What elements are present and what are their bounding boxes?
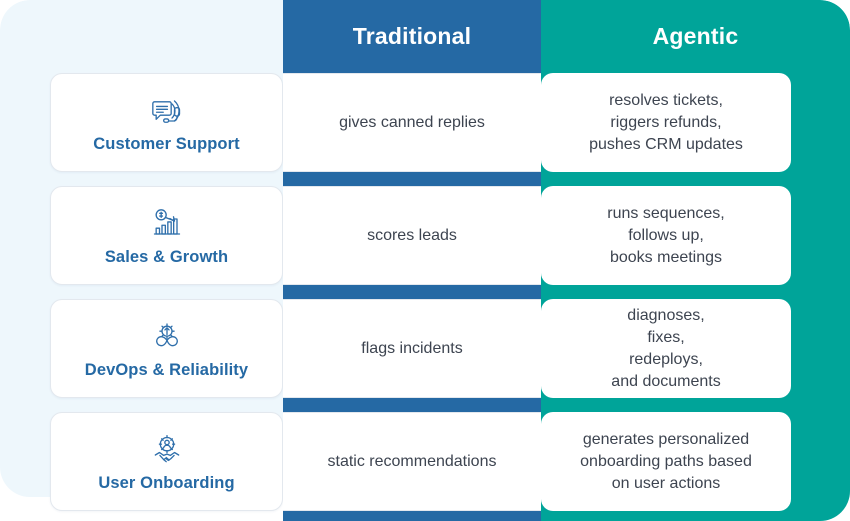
user-gear-handshake-icon xyxy=(147,430,187,470)
row-label-text: DevOps & Reliability xyxy=(84,361,249,379)
row-label-cell: Customer Support xyxy=(50,73,283,172)
traditional-cell: static recommendations xyxy=(283,412,541,511)
agentic-cell-text: diagnoses,fixes,redeploys,and documents xyxy=(611,306,721,390)
row-label-text: Customer Support xyxy=(93,135,240,153)
agentic-cell-text: runs sequences,follows up,books meetings xyxy=(607,204,725,266)
traditional-cell-text: scores leads xyxy=(367,226,457,244)
table-row: User Onboarding static recommendations g… xyxy=(0,412,850,511)
headset-support-icon xyxy=(147,91,187,131)
row-label-text: User Onboarding xyxy=(98,474,235,492)
agentic-cell: diagnoses,fixes,redeploys,and documents xyxy=(541,299,791,398)
row-label-text: Sales & Growth xyxy=(104,248,229,266)
table-header: Traditional Agentic xyxy=(0,0,850,73)
traditional-cell: gives canned replies xyxy=(283,73,541,172)
traditional-cell-text: flags incidents xyxy=(361,339,463,357)
header-agentic: Agentic xyxy=(652,23,739,49)
traditional-cell-text: static recommendations xyxy=(327,452,497,470)
row-label-cell: DevOps & Reliability xyxy=(50,299,283,398)
growth-chart-coin-icon xyxy=(147,204,187,244)
row-label-cell: User Onboarding xyxy=(50,412,283,511)
table-row: Sales & Growth scores leads runs sequenc… xyxy=(0,186,850,285)
header-traditional: Traditional xyxy=(352,23,472,49)
row-label-cell: Sales & Growth xyxy=(50,186,283,285)
agentic-cell: runs sequences,follows up,books meetings xyxy=(541,186,791,285)
table-body: Customer Support gives canned replies re… xyxy=(0,73,850,521)
table-row: Customer Support gives canned replies re… xyxy=(0,73,850,172)
table-row: DevOps & Reliability flags incidents dia… xyxy=(0,299,850,398)
devops-infinity-gear-icon xyxy=(147,317,187,357)
traditional-cell: flags incidents xyxy=(283,299,541,398)
traditional-cell-text: gives canned replies xyxy=(339,113,485,131)
traditional-cell: scores leads xyxy=(283,186,541,285)
agentic-cell-text: resolves tickets,riggers refunds,pushes … xyxy=(589,91,743,153)
agentic-cell: resolves tickets,riggers refunds,pushes … xyxy=(541,73,791,172)
